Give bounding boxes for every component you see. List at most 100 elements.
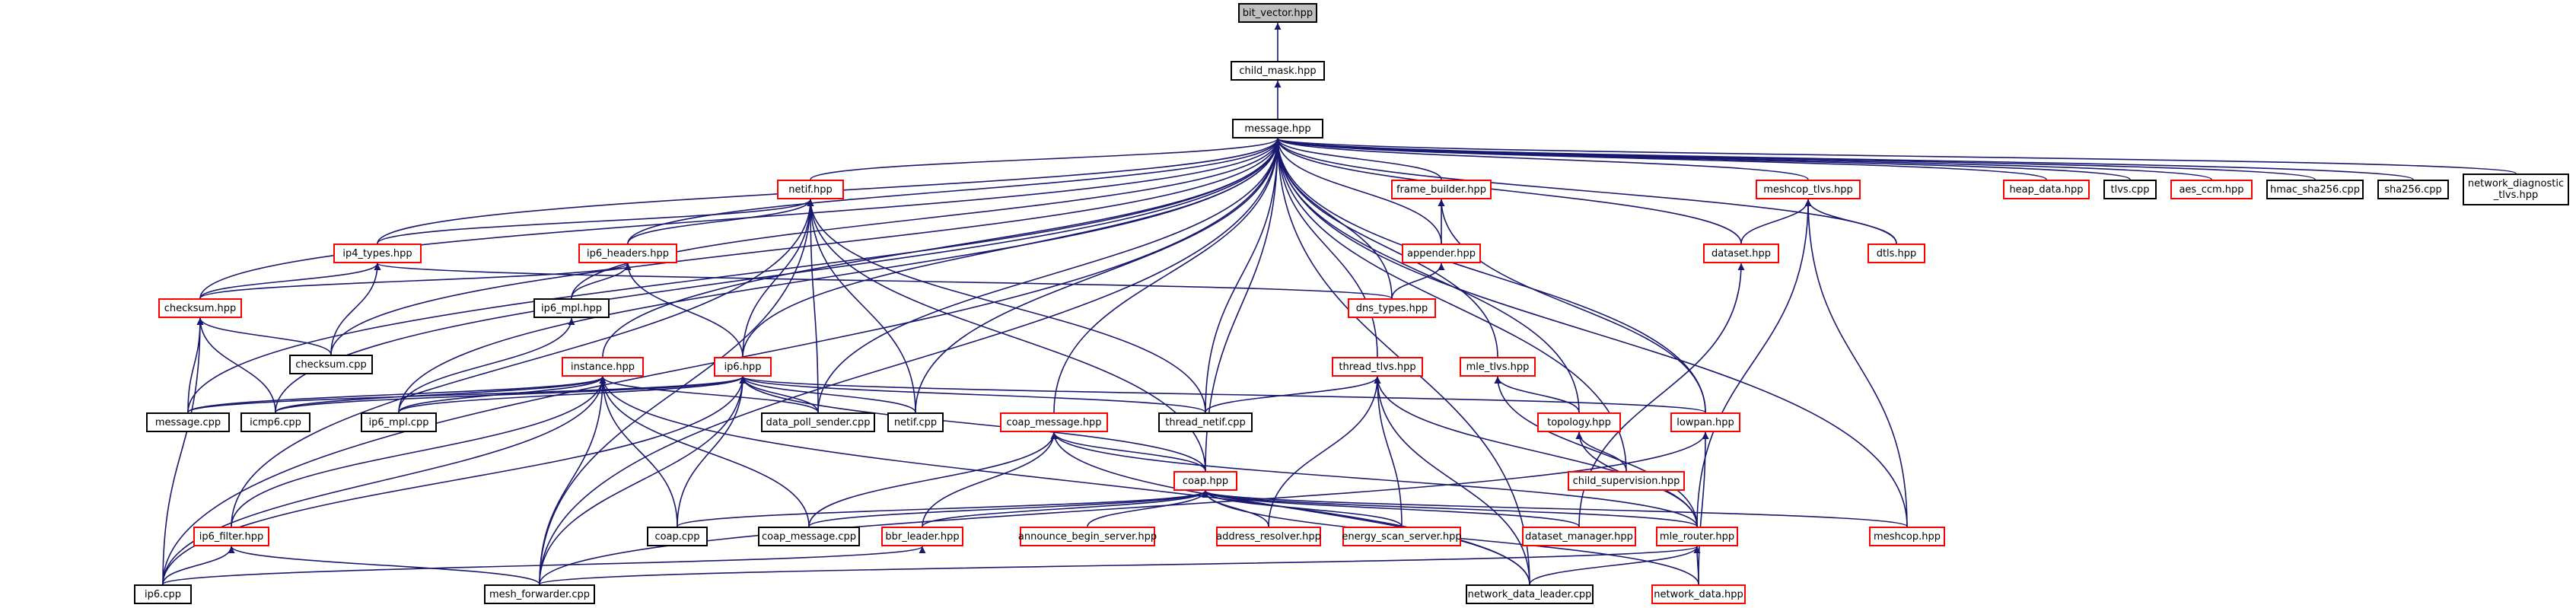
node-topology-hpp[interactable]: topology.hpp — [1537, 412, 1621, 432]
node-ip4-types-hpp[interactable]: ip4_types.hpp — [333, 244, 422, 263]
edge-network_diag-to-message_hpp — [1275, 138, 2517, 174]
edge-netif_cpp-to-message_hpp — [915, 138, 1282, 413]
edge-thread_netif-to-ip6_hpp — [739, 376, 1206, 413]
node-mle-tlvs-hpp[interactable]: mle_tlvs.hpp — [1460, 357, 1536, 377]
node-icmp6-cpp[interactable]: icmp6.cpp — [240, 412, 310, 432]
edge-coap_hpp-to-ip6_hpp — [739, 376, 1206, 472]
edge-ip6_mpl_cpp-to-ip6_hpp — [398, 376, 747, 413]
node-child-supervision-hpp[interactable]: child_supervision.hpp — [1568, 471, 1685, 491]
node-ip6-headers-hpp[interactable]: ip6_headers.hpp — [578, 244, 677, 263]
node-dtls-hpp[interactable]: dtls.hpp — [1868, 244, 1925, 263]
edge-network_data-to-mle_router — [1693, 546, 1701, 585]
edge-announce_begin-to-coap_hpp — [1087, 490, 1209, 527]
node-data-poll-sender-cpp[interactable]: data_poll_sender.cpp — [761, 412, 875, 432]
node-ip6-mpl-cpp[interactable]: ip6_mpl.cpp — [361, 412, 437, 432]
node-aes-ccm-hpp[interactable]: aes_ccm.hpp — [2170, 180, 2253, 199]
edge-dns_types-to-appender — [1391, 263, 1445, 299]
edge-checksum_hpp-to-ip4_types — [199, 263, 381, 299]
edge-coap_cpp-to-coap_hpp — [677, 490, 1209, 527]
edge-icmp6_cpp-to-ip6_hpp — [275, 376, 747, 413]
edge-mesh_forwarder-to-lowpan — [539, 431, 1709, 585]
edge-mesh_forwarder-to-ip6_filter — [228, 546, 540, 585]
node-hmac-sha256-cpp[interactable]: hmac_sha256.cpp — [2266, 180, 2364, 199]
edge-mesh_forwarder-to-instance_hpp — [539, 376, 607, 585]
edge-coap_hpp-to-message_hpp — [1205, 138, 1282, 472]
node-coap-hpp[interactable]: coap.hpp — [1173, 471, 1237, 491]
edge-coap_message_cpp-to-coap_message_hpp — [808, 431, 1058, 527]
edge-mle_router-to-mle_tlvs — [1494, 376, 1698, 527]
node-sha256-cpp[interactable]: sha256.cpp — [2377, 180, 2449, 199]
edge-child_supervision-to-message_hpp — [1274, 138, 1627, 472]
edge-ip6_headers-to-message_hpp — [627, 138, 1282, 244]
edge-heap_data-to-message_hpp — [1274, 138, 2047, 180]
edge-ip6_headers-to-netif_hpp — [627, 199, 814, 244]
edge-data_poll_sender-to-instance_hpp — [599, 376, 819, 413]
node-dataset-hpp[interactable]: dataset.hpp — [1703, 244, 1779, 263]
edge-icmp6_cpp-to-checksum_hpp — [196, 317, 276, 413]
node-mesh-forwarder-cpp[interactable]: mesh_forwarder.cpp — [484, 584, 595, 604]
node-network-data-leader-cpp[interactable]: network_data_leader.cpp — [1466, 584, 1594, 604]
node-lowpan-hpp[interactable]: lowpan.hpp — [1670, 412, 1740, 432]
edge-netif_hpp-to-message_hpp — [810, 138, 1282, 180]
node-coap-message-hpp[interactable]: coap_message.hpp — [1000, 412, 1108, 432]
node-coap-message-cpp[interactable]: coap_message.cpp — [758, 527, 860, 546]
node-energy-scan-server-hpp[interactable]: energy_scan_server.hpp — [1342, 527, 1462, 546]
edge-coap_message_hpp-to-message_hpp — [1053, 138, 1282, 413]
node-ip6-hpp[interactable]: ip6.hpp — [714, 357, 772, 377]
node-dns-types-hpp[interactable]: dns_types.hpp — [1348, 298, 1436, 318]
edge-checksum_cpp-to-ip4_types — [330, 263, 381, 355]
node-meshcop-hpp[interactable]: meshcop.hpp — [1869, 527, 1945, 546]
node-address-resolver-hpp[interactable]: address_resolver.hpp — [1216, 527, 1321, 546]
edge-coap_cpp-to-instance_hpp — [599, 376, 678, 527]
edge-ip6_mpl_cpp-to-message_hpp — [398, 138, 1282, 413]
node-message-hpp[interactable]: message.hpp — [1232, 119, 1323, 138]
node-coap-cpp[interactable]: coap.cpp — [647, 527, 708, 546]
node-appender-hpp[interactable]: appender.hpp — [1402, 244, 1481, 263]
node-heap-data-hpp[interactable]: heap_data.hpp — [2003, 180, 2090, 199]
edge-sha256-to-message_hpp — [1275, 138, 2414, 180]
edge-ip6_hpp-to-netif_hpp — [742, 199, 814, 358]
edge-ip6_filter-to-netif_hpp — [231, 199, 814, 527]
node-announce-begin-server-hpp[interactable]: announce_begin_server.hpp — [1018, 527, 1157, 546]
node-meshcop-tlvs-hpp[interactable]: meshcop_tlvs.hpp — [1756, 180, 1861, 199]
node-network-diagnostic-tlvs-hpp[interactable]: network_diagnostic _tlvs.hpp — [2463, 173, 2569, 205]
node-instance-hpp[interactable]: instance.hpp — [562, 357, 644, 377]
edge-ip6_cpp-to-ip6_filter — [162, 546, 235, 585]
edge-meshcop_tlvs-to-message_hpp — [1274, 138, 1809, 180]
edge-lowpan-to-frame_builder — [1438, 199, 1706, 413]
node-bit-vector-hpp[interactable]: bit_vector.hpp — [1238, 3, 1317, 23]
edge-coap_message_cpp-to-instance_hpp — [599, 376, 810, 527]
node-thread-netif-cpp[interactable]: thread_netif.cpp — [1158, 412, 1253, 432]
edge-network_data-to-lowpan — [1698, 431, 1709, 585]
node-checksum-hpp[interactable]: checksum.hpp — [158, 298, 242, 318]
edge-thread_netif-to-netif_hpp — [807, 199, 1206, 413]
edge-ip6_hpp-to-ip6_headers — [624, 263, 744, 358]
node-child-mask-hpp[interactable]: child_mask.hpp — [1231, 61, 1325, 81]
node-netif-cpp[interactable]: netif.cpp — [887, 412, 944, 432]
node-ip6-cpp[interactable]: ip6.cpp — [134, 584, 192, 604]
node-dataset-manager-hpp[interactable]: dataset_manager.hpp — [1522, 527, 1636, 546]
edge-mle_router-to-meshcop_tlvs — [1696, 199, 1812, 527]
node-network-data-hpp[interactable]: network_data.hpp — [1651, 584, 1746, 604]
node-thread-tlvs-hpp[interactable]: thread_tlvs.hpp — [1332, 357, 1423, 377]
edge-meshcop_hpp-to-message_hpp — [1274, 138, 1908, 527]
node-ip6-filter-hpp[interactable]: ip6_filter.hpp — [193, 527, 269, 546]
edge-thread_tlvs-to-message_hpp — [1274, 138, 1378, 358]
edge-coap_hpp-to-coap_message_hpp — [1050, 431, 1206, 472]
edge-energy_scan-to-thread_tlvs — [1374, 376, 1403, 527]
edge-bbr_leader-to-coap_message_hpp — [922, 431, 1058, 527]
node-checksum-cpp[interactable]: checksum.cpp — [289, 355, 373, 374]
node-bbr-leader-hpp[interactable]: bbr_leader.hpp — [881, 527, 963, 546]
edge-netif_cpp-to-netif_hpp — [807, 199, 916, 413]
node-tlvs-cpp[interactable]: tlvs.cpp — [2103, 180, 2157, 199]
edge-ip4_types-to-netif_hpp — [377, 199, 814, 244]
edge-mesh_forwarder-to-mle_router — [539, 546, 1700, 585]
edge-message_cpp-to-message_hpp — [187, 138, 1282, 413]
node-frame-builder-hpp[interactable]: frame_builder.hpp — [1391, 180, 1492, 199]
node-netif-hpp[interactable]: netif.hpp — [777, 180, 844, 199]
node-mle-router-hpp[interactable]: mle_router.hpp — [1656, 527, 1738, 546]
node-ip6-mpl-hpp[interactable]: ip6_mpl.hpp — [533, 298, 610, 318]
edge-lowpan-to-ip6_hpp — [739, 376, 1706, 413]
edge-dataset_manager-to-coap_hpp — [1202, 490, 1580, 527]
node-message-cpp[interactable]: message.cpp — [146, 412, 230, 432]
